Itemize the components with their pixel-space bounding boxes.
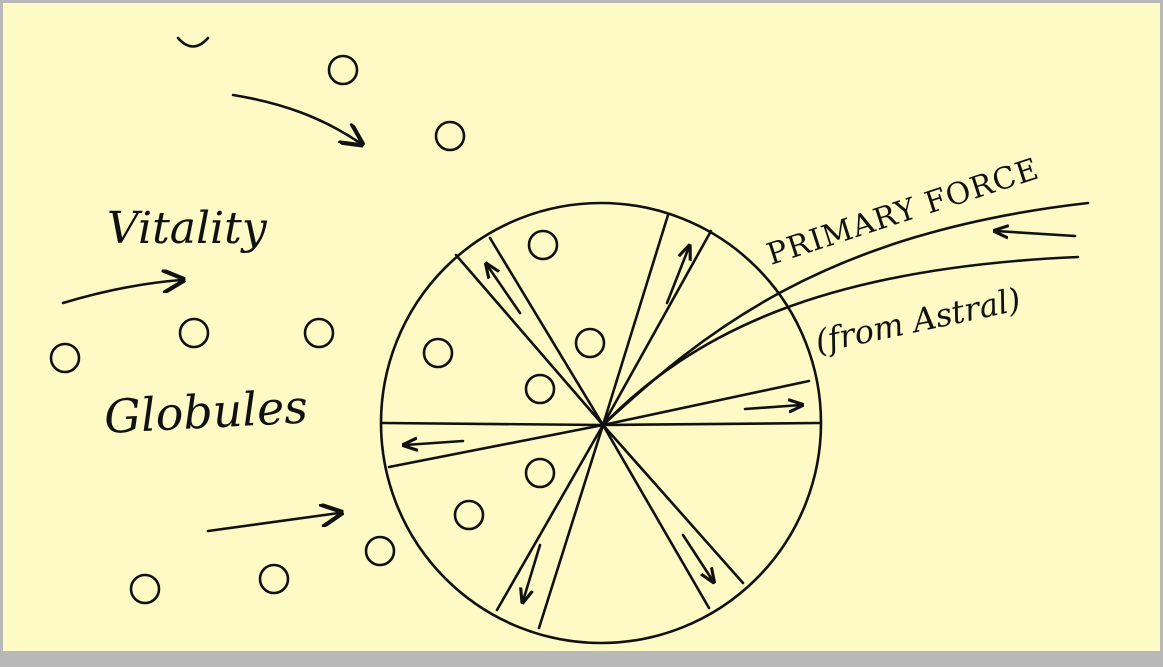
globule-icon [526,459,554,487]
force-arrow-icon [996,231,1075,236]
globule-icon [131,575,159,603]
globules-label: Globules [103,379,309,444]
globule-icon [180,319,208,347]
globule-icon [329,56,357,84]
globule-icon [576,329,604,357]
spoke-arrow-icon [523,545,540,601]
globule-partial-icon [178,38,208,47]
primary-force-label: PRIMARY FORCE [763,152,1044,273]
globule-icon [366,537,394,565]
flow-arrow-icon [208,513,339,531]
spoke-arrow-icon [745,405,801,409]
spoke-arrow-icon [487,265,520,313]
globule-icon [424,339,452,367]
spoke-arrow-icon [405,441,463,445]
globule-icon [455,501,483,529]
flow-arrow-icon [63,280,181,303]
from-astral-label: (from Astral) [812,280,1024,361]
globule-icon [260,565,288,593]
sphere [381,203,821,643]
globule-icon [526,375,554,403]
globule-icon [436,122,464,150]
vitality-diagram: Vitality Globules [3,3,1163,670]
spoke-arrow-icon [683,535,713,581]
globule-icon [305,319,333,347]
vitality-label: Vitality [107,203,268,254]
flow-arrows [63,95,360,531]
flow-arrow-icon [233,95,360,143]
globule-icon [51,344,79,372]
globule-icon [529,231,557,259]
